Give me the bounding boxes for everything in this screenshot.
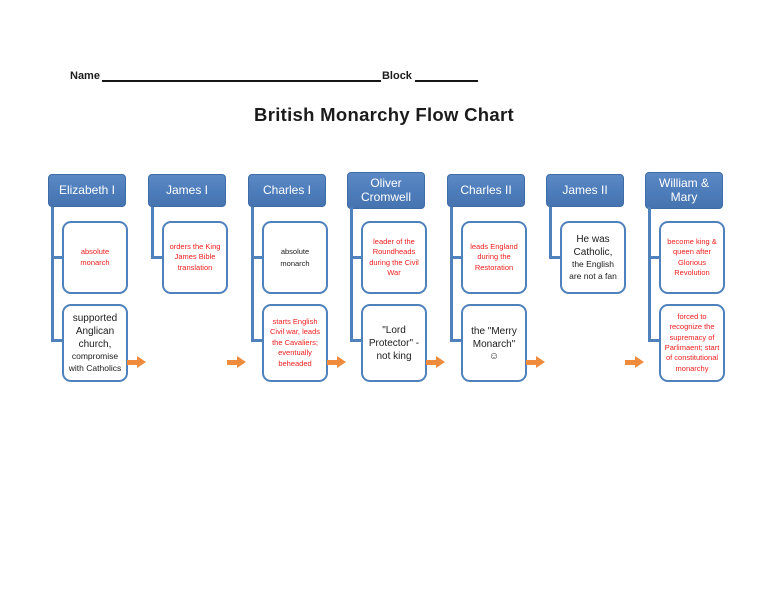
arrow-head <box>337 356 346 368</box>
note-box: become king & queen after Glorious Revol… <box>659 221 725 294</box>
arrow-head <box>635 356 644 368</box>
note-text: starts English Civil war, leads the Cava… <box>269 317 321 368</box>
name-fill-line <box>101 67 381 82</box>
connector-stub <box>648 256 660 259</box>
block-fill-line <box>414 67 478 82</box>
monarch-header: James I <box>148 174 226 207</box>
monarch-column-charles-ii: Charles II leads England during the Rest… <box>447 172 527 392</box>
arrow-head <box>536 356 545 368</box>
arrow-stem <box>526 359 536 365</box>
arrow-stem <box>625 359 635 365</box>
note-box: absolute monarch <box>262 221 328 294</box>
connector-trunk <box>51 207 54 342</box>
connector-stub <box>251 256 263 259</box>
note-text: become king & queen after Glorious Revol… <box>667 236 717 277</box>
monarch-column-william-and-mary: William & Mary become king & queen after… <box>645 172 725 392</box>
connector-trunk <box>549 207 552 259</box>
connector-stub <box>450 256 462 259</box>
note-box: He was Catholic, the English are not a f… <box>560 221 626 294</box>
note-text: absolute monarch <box>80 247 110 267</box>
smiley-icon: ☺ <box>488 350 500 362</box>
monarch-column-oliver-cromwell: Oliver Cromwell leader of the Roundheads… <box>347 172 427 392</box>
arrow-head <box>137 356 146 368</box>
note-text: He was Catholic, <box>573 234 613 259</box>
monarch-header: James II <box>546 174 624 207</box>
connector-stub <box>51 339 63 342</box>
note-box: the "Merry Monarch" ☺ <box>461 304 527 382</box>
note-text: supported Anglican church, <box>72 313 118 351</box>
monarch-header: Oliver Cromwell <box>347 172 425 209</box>
note-box: absolute monarch <box>62 221 128 294</box>
note-text: forced to recognize the supremacy of Par… <box>664 311 720 373</box>
flow-arrow-icon <box>226 355 247 369</box>
flow-arrow-icon <box>126 355 147 369</box>
note-text: the English are not a fan <box>569 259 617 281</box>
arrow-stem <box>327 359 337 365</box>
connector-stub <box>251 339 263 342</box>
monarch-header: William & Mary <box>645 172 723 209</box>
monarch-column-charles-i: Charles I absolute monarch starts Englis… <box>248 172 328 392</box>
monarch-column-elizabeth-i: Elizabeth I absolute monarch supported A… <box>48 172 128 392</box>
arrow-head <box>436 356 445 368</box>
monarch-header: Charles I <box>248 174 326 207</box>
note-text: leader of the Roundheads during the Civi… <box>369 236 419 277</box>
flow-arrow-icon <box>425 355 446 369</box>
note-text: compromise with Catholics <box>68 351 122 373</box>
monarch-column-james-i: James I orders the King James Bible tran… <box>148 172 228 392</box>
block-label: Block <box>381 70 412 82</box>
note-text: absolute monarch <box>280 247 310 268</box>
page-title: British Monarchy Flow Chart <box>254 104 514 125</box>
connector-stub <box>549 256 561 259</box>
note-text: "Lord Protector" - not king <box>368 324 420 362</box>
connector-trunk <box>151 207 154 259</box>
flow-arrow-icon <box>326 355 347 369</box>
monarch-header: Charles II <box>447 174 525 207</box>
name-label: Name <box>70 70 100 82</box>
flow-arrow-icon <box>624 355 645 369</box>
note-box: "Lord Protector" - not king <box>361 304 427 382</box>
connector-trunk <box>251 207 254 342</box>
note-box: forced to recognize the supremacy of Par… <box>659 304 725 382</box>
note-box: leader of the Roundheads during the Civi… <box>361 221 427 294</box>
note-text: the "Merry Monarch" <box>471 325 517 350</box>
note-box: orders the King James Bible translation <box>162 221 228 294</box>
name-block-row: Name Block <box>70 67 478 82</box>
connector-trunk <box>350 207 353 342</box>
connector-stub <box>350 339 362 342</box>
connector-trunk <box>648 207 651 342</box>
connector-stub <box>151 256 163 259</box>
arrow-stem <box>426 359 436 365</box>
arrow-stem <box>127 359 137 365</box>
connector-stub <box>51 256 63 259</box>
flow-arrow-icon <box>525 355 546 369</box>
connector-stub <box>350 256 362 259</box>
connector-stub <box>450 339 462 342</box>
flow-chart: Elizabeth I absolute monarch supported A… <box>0 172 768 397</box>
arrow-head <box>237 356 246 368</box>
note-text: leads England during the Restoration <box>470 241 518 272</box>
monarch-column-james-ii: James II He was Catholic, the English ar… <box>546 172 626 392</box>
connector-trunk <box>450 207 453 342</box>
note-box: starts English Civil war, leads the Cava… <box>262 304 328 382</box>
connector-stub <box>648 339 660 342</box>
monarch-header: Elizabeth I <box>48 174 126 207</box>
note-text: orders the King James Bible translation <box>169 241 221 272</box>
note-box: leads England during the Restoration <box>461 221 527 294</box>
note-box: supported Anglican church, compromise wi… <box>62 304 128 382</box>
arrow-stem <box>227 359 237 365</box>
